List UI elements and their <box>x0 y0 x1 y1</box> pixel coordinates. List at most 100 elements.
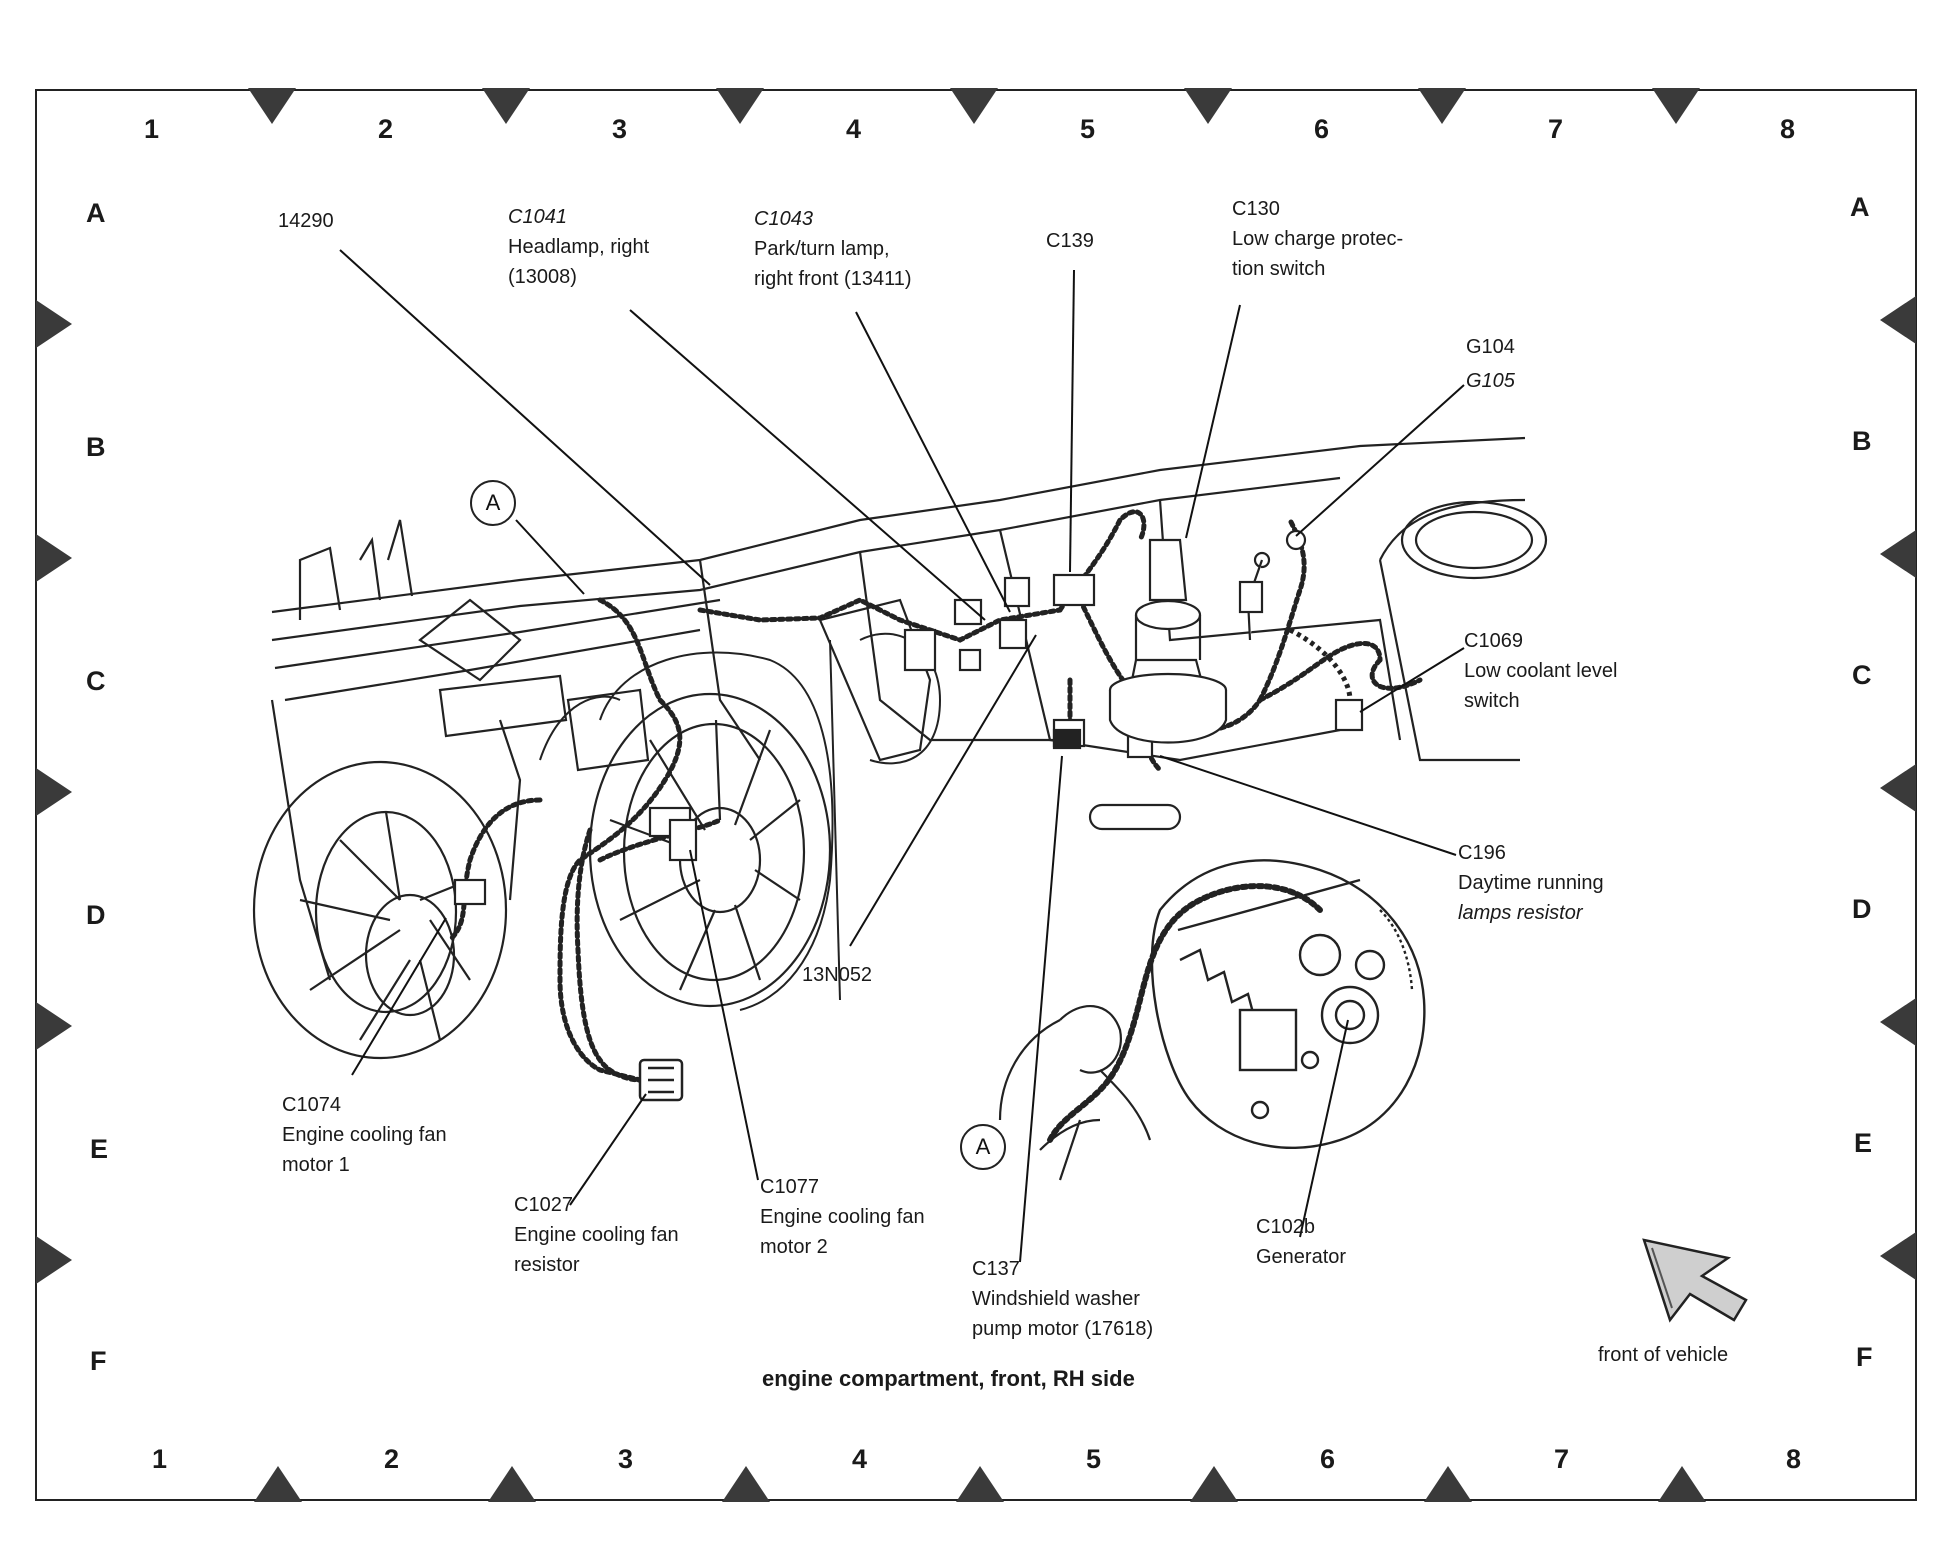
label-c1069: C1069 Low coolant level switch <box>1464 626 1617 716</box>
label-c130-line2: tion switch <box>1232 258 1326 280</box>
fan-resistor-harness <box>574 827 643 1083</box>
radiator-support <box>270 436 1526 981</box>
row-label-right-B: B <box>1852 426 1872 456</box>
label-c102b: C102b Generator <box>1256 1212 1346 1272</box>
label-c1043: C1043 Park/turn lamp, right front (13411… <box>754 204 912 294</box>
label-c196-line1: Daytime running <box>1458 872 1604 894</box>
row-label-left-C: C <box>86 666 106 696</box>
label-c1027-line2: resistor <box>514 1254 580 1276</box>
col-label-bottom-1: 1 <box>152 1444 168 1474</box>
col-label-bottom-3: 3 <box>618 1444 634 1474</box>
label-c1069-line1: Low coolant level <box>1464 660 1618 682</box>
fan-shroud <box>539 632 942 1011</box>
left-grid-ticks <box>36 300 72 1284</box>
cooling-fan-2 <box>588 692 832 1008</box>
label-c1069-code: C1069 <box>1464 630 1523 652</box>
label-c196-code: C196 <box>1458 842 1506 864</box>
row-label-left-F: F <box>90 1346 107 1376</box>
label-c137-line2: pump motor (17618) <box>972 1318 1154 1340</box>
right-grid-ticks <box>1880 296 1916 1280</box>
generator <box>1150 859 1426 1150</box>
label-c137: C137 Windshield washer pump motor (17618… <box>972 1254 1153 1344</box>
label-c1027: C1027 Engine cooling fan resistor <box>514 1190 679 1280</box>
col-label-bottom-7: 7 <box>1554 1444 1570 1474</box>
col-label-bottom-8: 8 <box>1786 1444 1802 1474</box>
label-13n052: 13N052 <box>802 960 872 990</box>
label-c139-code: C139 <box>1046 230 1094 252</box>
label-c1074-line2: motor 1 <box>282 1154 350 1176</box>
col-label-top-3: 3 <box>612 114 628 144</box>
label-c1027-line1: Engine cooling fan <box>514 1224 679 1246</box>
wiring-harness <box>447 509 1423 1083</box>
center-connectors <box>903 573 1154 759</box>
label-c1043-code: C1043 <box>754 208 813 230</box>
fan-motor-connectors <box>453 806 698 906</box>
col-label-top-1: 1 <box>144 114 160 144</box>
label-14290: 14290 <box>278 206 334 236</box>
label-c1074-code: C1074 <box>282 1094 341 1116</box>
col-label-top-6: 6 <box>1314 114 1330 144</box>
label-13n052-code: 13N052 <box>802 964 873 986</box>
row-label-left-B: B <box>86 432 106 462</box>
generator-bracket <box>998 1005 1152 1181</box>
cooling-fan-1 <box>252 760 508 1060</box>
diagram-caption: engine compartment, front, RH side <box>762 1366 1135 1391</box>
label-14290-code: 14290 <box>278 210 334 232</box>
callout-marker-a-top: A <box>470 480 516 526</box>
fan-resistor-connector <box>638 1058 684 1102</box>
bottom-grid-ticks <box>254 1466 1706 1502</box>
col-label-bottom-2: 2 <box>384 1444 400 1474</box>
label-c1069-line2: switch <box>1464 690 1520 712</box>
col-label-top-8: 8 <box>1780 114 1796 144</box>
row-label-right-E: E <box>1854 1128 1873 1158</box>
label-c1077: C1077 Engine cooling fan motor 2 <box>760 1172 925 1262</box>
label-c130-code: C130 <box>1232 198 1280 220</box>
front-of-vehicle-label: front of vehicle <box>1598 1344 1729 1366</box>
slot-bracket <box>1088 803 1182 831</box>
label-c1043-line1: Park/turn lamp, <box>754 238 890 260</box>
row-label-right-D: D <box>1852 894 1872 924</box>
row-label-left-E: E <box>90 1134 109 1164</box>
col-label-top-4: 4 <box>846 114 862 144</box>
label-c196-line2: lamps resistor <box>1458 902 1583 924</box>
label-c1041-code: C1041 <box>508 206 567 228</box>
label-c130-line1: Low charge protec- <box>1232 228 1404 250</box>
label-c1041-line1: Headlamp, right <box>508 236 650 258</box>
label-c1074-line1: Engine cooling fan <box>282 1124 447 1146</box>
label-c1074: C1074 Engine cooling fan motor 1 <box>282 1090 447 1180</box>
label-g104-g105: G104 G105 <box>1466 330 1515 398</box>
label-c130: C130 Low charge protec- tion switch <box>1232 194 1403 284</box>
label-c1043-line2: right front (13411) <box>754 268 912 290</box>
col-label-bottom-5: 5 <box>1086 1444 1102 1474</box>
ground-point <box>1238 529 1307 641</box>
generator-harness <box>1047 883 1323 1143</box>
low-coolant-connector <box>1288 627 1364 732</box>
label-c137-code: C137 <box>972 1258 1020 1280</box>
label-c1027-code: C1027 <box>514 1194 573 1216</box>
low-charge-switch <box>1108 538 1228 744</box>
row-label-left-D: D <box>86 900 106 930</box>
label-c1041-line2: (13008) <box>508 266 577 288</box>
callout-marker-a-generator: A <box>960 1124 1006 1170</box>
label-c102b-code: C102b <box>1256 1216 1315 1238</box>
front-of-vehicle-arrow <box>1642 1238 1748 1323</box>
row-label-right-A: A <box>1850 192 1870 222</box>
col-label-top-7: 7 <box>1548 114 1564 144</box>
label-g104-code: G104 <box>1466 336 1515 358</box>
label-c1077-line2: motor 2 <box>760 1236 828 1258</box>
leader-lines <box>339 249 1465 1263</box>
row-label-right-F: F <box>1856 1342 1873 1372</box>
col-label-bottom-6: 6 <box>1320 1444 1336 1474</box>
label-c1041: C1041 Headlamp, right (13008) <box>508 202 649 292</box>
label-c1077-code: C1077 <box>760 1176 819 1198</box>
reservoir-outline <box>1379 498 1548 580</box>
col-label-top-2: 2 <box>378 114 394 144</box>
top-grid-ticks <box>248 88 1700 124</box>
col-label-top-5: 5 <box>1080 114 1096 144</box>
label-c102b-line1: Generator <box>1256 1246 1347 1268</box>
label-g105-code: G105 <box>1466 370 1515 392</box>
label-c139: C139 <box>1046 226 1094 256</box>
label-c1077-line1: Engine cooling fan <box>760 1206 925 1228</box>
